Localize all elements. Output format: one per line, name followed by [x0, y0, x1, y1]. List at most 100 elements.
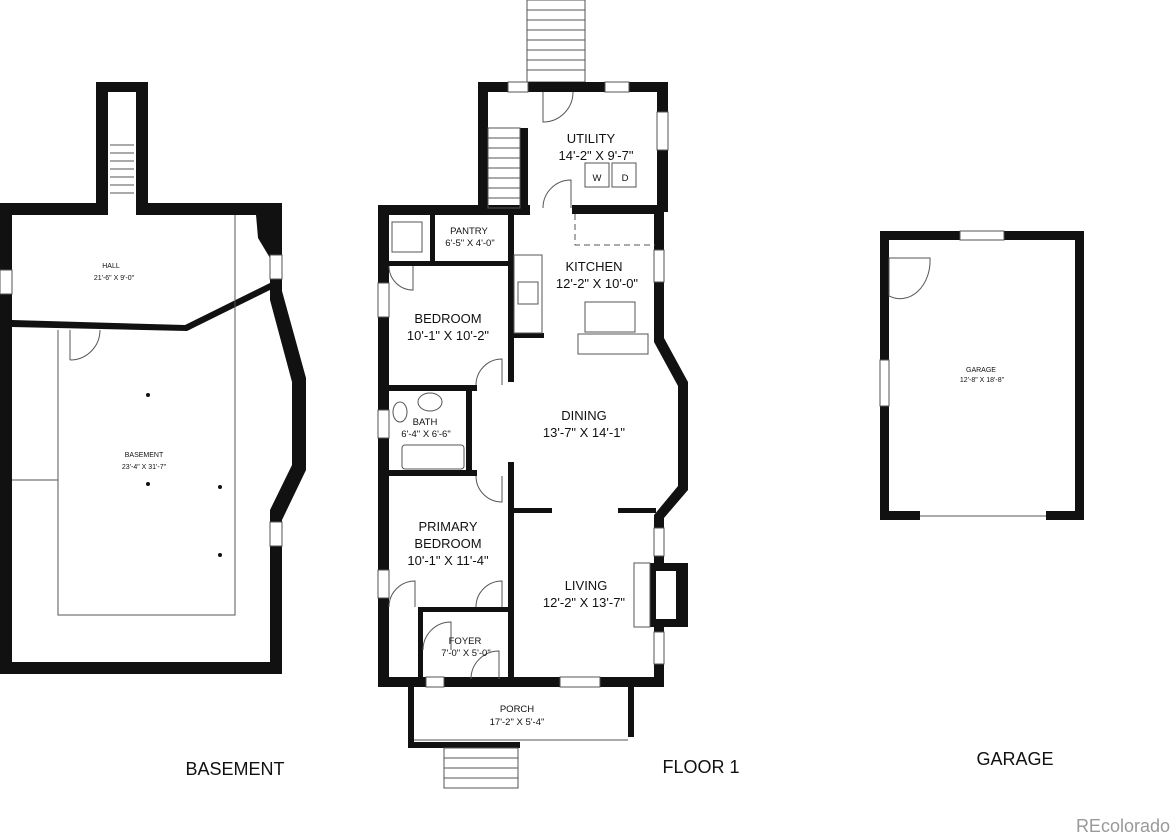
window [959, 230, 1005, 241]
room-name-primary-bedroom-line1: PRIMARY [419, 519, 478, 534]
room-size-garage: 12'-8" X 18'-8" [960, 377, 1005, 384]
room-size-bath: 6'-4" X 6'-6" [401, 429, 450, 440]
room-name-kitchen: KITCHEN [565, 259, 622, 274]
floor1-wall [389, 470, 477, 476]
washer [584, 162, 610, 188]
room-name-porch: PORCH [500, 704, 534, 715]
floor1-wall [478, 82, 668, 92]
window [604, 81, 630, 93]
kitchen-sink [517, 281, 539, 305]
room-name-garage: GARAGE [966, 367, 996, 374]
basement-stairs [110, 144, 134, 194]
room-name-bedroom: BEDROOM [414, 311, 481, 326]
floor1-wall [478, 82, 488, 208]
floor1-wall [508, 214, 514, 382]
room-size-kitchen: 12'-2" X 10'-0" [556, 276, 639, 291]
floor-title-garage: GARAGE [976, 749, 1053, 769]
porch [408, 687, 634, 789]
floor1-plan: UTILITY 14'-2" X 9'-7" W D PANTRY 6'-5" … [377, 0, 740, 789]
support-post [146, 482, 150, 486]
floor1-wall [514, 333, 544, 338]
dryer [611, 162, 637, 188]
hearth [633, 562, 651, 628]
basement-wall [136, 82, 148, 212]
kitchen-counter [513, 254, 543, 334]
basement-wall [270, 291, 306, 520]
kitchen-fixtures [391, 162, 655, 355]
floor1-wall [378, 677, 664, 687]
room-size-primary-bedroom: 10'-1" X 11'-4" [407, 553, 489, 568]
room-size-utility: 14'-2" X 9'-7" [559, 148, 634, 163]
window [653, 249, 665, 283]
room-name-hall: HALL [102, 263, 120, 270]
room-size-dining: 13'-7" X 14'-1" [543, 425, 626, 440]
garage-wall [1046, 511, 1084, 520]
dryer-label: D [622, 173, 629, 184]
door-swing [888, 257, 931, 300]
basement-wall [12, 283, 272, 331]
floor1-wall [508, 462, 514, 677]
room-name-primary-bedroom-line2: BEDROOM [414, 536, 481, 551]
basement-wall [96, 82, 108, 212]
floor1-wall [520, 128, 528, 208]
basement-wall [0, 203, 108, 215]
basement-wall [96, 82, 148, 92]
room-name-basement: BASEMENT [125, 452, 164, 459]
window [377, 569, 390, 599]
room-size-porch: 17'-2" X 5'-4" [490, 717, 545, 728]
door-swing [69, 329, 101, 361]
garage-wall [1075, 231, 1084, 520]
toilet [392, 401, 408, 423]
room-size-basement: 23'-4" X 31'-7" [122, 464, 167, 471]
floor1-wall [572, 205, 662, 214]
room-size-pantry: 6'-5" X 4'-0" [445, 238, 494, 249]
room-name-bath: BATH [413, 417, 438, 428]
floor1-wall [389, 261, 513, 266]
interior-stairs [487, 127, 521, 209]
floor1-wall [389, 385, 477, 391]
support-post [218, 485, 222, 489]
rear-stairs [526, 0, 586, 83]
watermark: REcolorado [1076, 816, 1170, 836]
room-name-pantry: PANTRY [450, 226, 488, 237]
window [269, 521, 283, 547]
floor-title-floor1: FLOOR 1 [662, 757, 739, 777]
porch-stairs [443, 747, 519, 789]
basement-wall [0, 203, 12, 673]
garage-wall [880, 511, 920, 520]
floor1-wall [430, 212, 435, 262]
door-swings [388, 91, 574, 680]
washer-label: W [593, 173, 602, 184]
basement-wall [0, 662, 282, 674]
floor1-wall [418, 607, 423, 679]
window [269, 254, 283, 280]
room-size-living: 12'-2" X 13'-7" [543, 595, 626, 610]
window [653, 527, 665, 557]
window [507, 81, 529, 93]
window [377, 409, 390, 439]
window [879, 359, 890, 407]
room-size-foyer: 7'-0" X 5'-0" [441, 648, 490, 659]
basement-wall [136, 203, 266, 215]
floor1-wall [654, 338, 688, 518]
window [656, 111, 669, 151]
support-post [218, 553, 222, 557]
window [559, 676, 601, 688]
sink [417, 392, 443, 412]
room-size-bedroom: 10'-1" X 10'-2" [407, 328, 490, 343]
window [653, 631, 665, 665]
floor1-wall [618, 508, 656, 513]
room-size-hall: 21'-6" X 9'-0" [94, 275, 135, 282]
room-name-dining: DINING [561, 408, 607, 423]
garage-plan: GARAGE 12'-8" X 18'-8" GARAGE [879, 230, 1084, 769]
floor1-wall [418, 607, 510, 612]
basement-plan: HALL 21'-6" X 9'-0" BASEMENT 23'-4" X 31… [0, 82, 306, 779]
window [425, 676, 445, 688]
bath-fixtures [392, 392, 465, 470]
kitchen-island [577, 333, 649, 355]
room-name-living: LIVING [565, 578, 608, 593]
room-name-foyer: FOYER [449, 636, 482, 647]
support-post [146, 393, 150, 397]
floor1-wall [466, 385, 472, 475]
